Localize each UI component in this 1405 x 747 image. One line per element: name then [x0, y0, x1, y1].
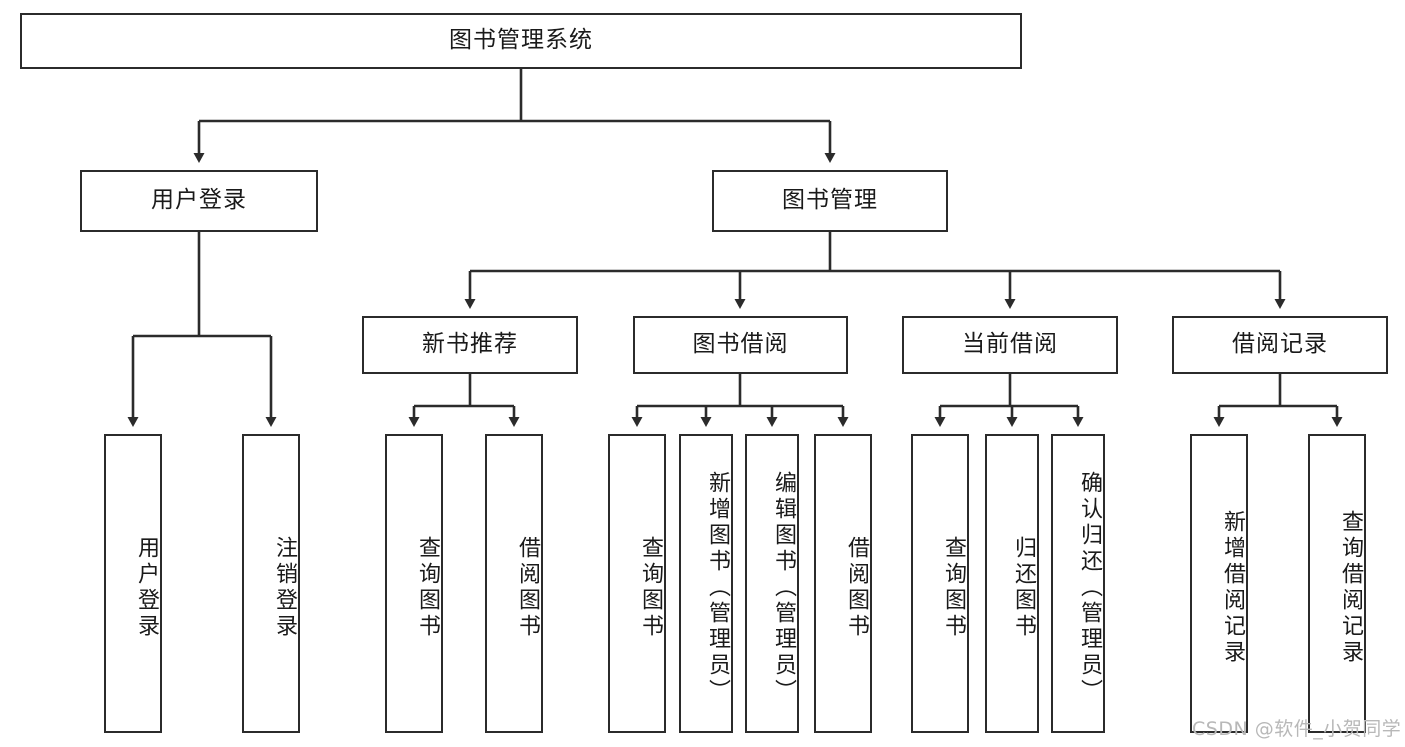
node-leaf-query-record[interactable]: 查询借阅记录: [1308, 434, 1366, 733]
node-leaf-borrow-book-2[interactable]: 借阅图书: [814, 434, 872, 733]
node-leaf-add-record-label: 新增借阅记录: [1220, 509, 1245, 666]
node-leaf-borrow-book-1-label: 借阅图书: [515, 535, 540, 640]
node-leaf-query-book-1-label: 查询图书: [415, 535, 440, 640]
node-leaf-query-book-2[interactable]: 查询图书: [608, 434, 666, 733]
node-borrow-record-label: 借阅记录: [1232, 331, 1328, 358]
node-leaf-query-book-3-label: 查询图书: [941, 535, 966, 640]
node-leaf-confirm-return-label: 确认归还（管理员）: [1077, 470, 1102, 705]
node-leaf-query-book-3[interactable]: 查询图书: [911, 434, 969, 733]
node-root-label: 图书管理系统: [449, 27, 593, 54]
node-leaf-logout[interactable]: 注销登录: [242, 434, 300, 733]
node-leaf-return-book-label: 归还图书: [1011, 535, 1036, 640]
node-user-login[interactable]: 用户登录: [80, 170, 318, 232]
node-leaf-return-book[interactable]: 归还图书: [985, 434, 1039, 733]
node-leaf-logout-label: 注销登录: [272, 535, 297, 640]
node-new-book-rec[interactable]: 新书推荐: [362, 316, 578, 374]
node-leaf-user-login-label: 用户登录: [134, 535, 159, 640]
node-book-manage-label: 图书管理: [782, 187, 878, 214]
node-leaf-add-book-label: 新增图书（管理员）: [705, 470, 730, 705]
node-leaf-user-login[interactable]: 用户登录: [104, 434, 162, 733]
node-leaf-query-record-label: 查询借阅记录: [1338, 509, 1363, 666]
node-borrow-record[interactable]: 借阅记录: [1172, 316, 1388, 374]
node-leaf-edit-book-label: 编辑图书（管理员）: [771, 470, 796, 705]
node-leaf-confirm-return[interactable]: 确认归还（管理员）: [1051, 434, 1105, 733]
node-leaf-add-book[interactable]: 新增图书（管理员）: [679, 434, 733, 733]
csdn-watermark: CSDN @软件_小贺同学: [1192, 718, 1402, 740]
node-current-borrow-label: 当前借阅: [962, 331, 1058, 358]
node-book-borrow-label: 图书借阅: [692, 331, 789, 358]
node-leaf-query-book-1[interactable]: 查询图书: [385, 434, 443, 733]
node-leaf-query-book-2-label: 查询图书: [638, 535, 663, 640]
node-root[interactable]: 图书管理系统: [20, 13, 1022, 69]
node-leaf-borrow-book-1[interactable]: 借阅图书: [485, 434, 543, 733]
node-book-borrow[interactable]: 图书借阅: [633, 316, 848, 374]
node-current-borrow[interactable]: 当前借阅: [902, 316, 1118, 374]
node-user-login-label: 用户登录: [151, 187, 247, 214]
node-book-manage[interactable]: 图书管理: [712, 170, 948, 232]
node-new-book-rec-label: 新书推荐: [422, 331, 518, 358]
node-leaf-edit-book[interactable]: 编辑图书（管理员）: [745, 434, 799, 733]
node-leaf-add-record[interactable]: 新增借阅记录: [1190, 434, 1248, 733]
node-leaf-borrow-book-2-label: 借阅图书: [844, 535, 869, 640]
